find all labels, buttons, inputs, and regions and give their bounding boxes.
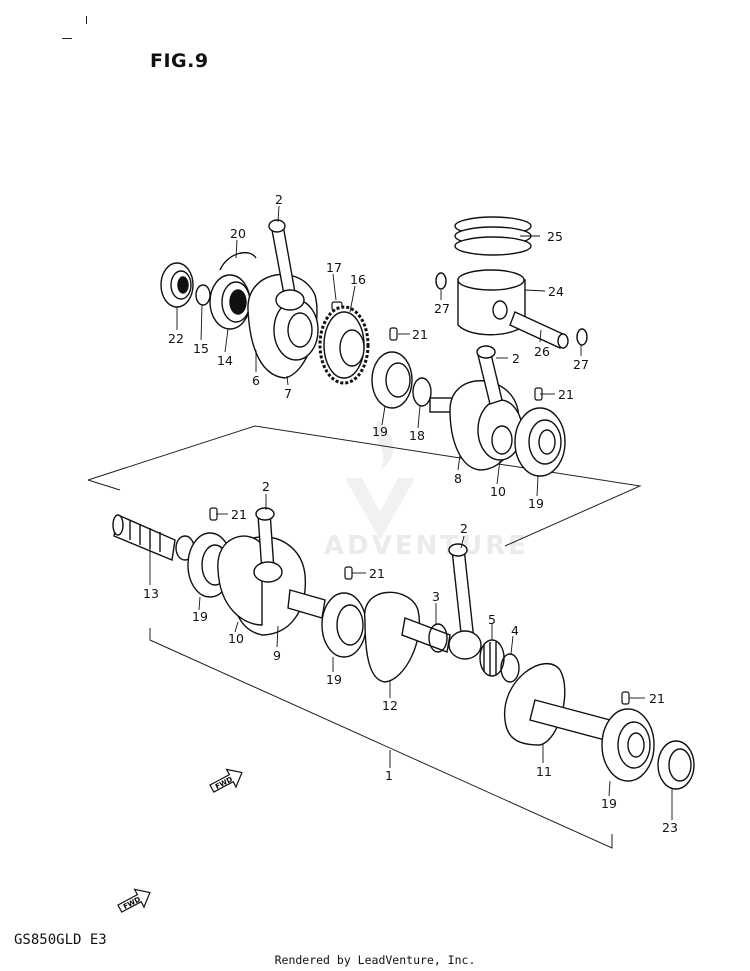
callout-20: 20	[230, 226, 246, 241]
bearing-19-upper	[371, 351, 413, 409]
callout-labels: 2 20 17 16 25 24 27 26 27 22 15 14 6 7 2…	[143, 192, 678, 835]
leader-lines	[149, 205, 673, 820]
piston-pin-26	[509, 311, 569, 349]
callout-27: 27	[434, 301, 450, 316]
callout-21: 21	[558, 387, 574, 402]
dowel-21-d	[344, 566, 353, 580]
callout-19: 19	[528, 496, 544, 511]
fwd-arrow-label: FWD	[122, 895, 142, 911]
dowel-21-a	[389, 327, 398, 341]
watermark-text: ADVENTURE	[324, 531, 529, 561]
callout-25: 25	[547, 229, 563, 244]
callout-11: 11	[536, 764, 552, 779]
crankshaft-assembly-bracket	[149, 628, 613, 849]
footer-credit: Rendered by LeadVenture, Inc.	[274, 953, 476, 967]
circlip-15	[195, 284, 211, 306]
callout-2: 2	[262, 479, 270, 494]
callout-8: 8	[454, 471, 462, 486]
callout-21: 21	[412, 327, 428, 342]
callout-2: 2	[460, 521, 468, 536]
callout-14: 14	[217, 353, 233, 368]
circlip-27-a	[435, 272, 447, 290]
figure-title: FIG.9	[150, 50, 209, 72]
conrod-2-center	[448, 543, 482, 660]
conrod-2-left	[253, 507, 283, 583]
corner-mark	[62, 38, 72, 39]
callout-2: 2	[275, 192, 283, 207]
callout-19: 19	[601, 796, 617, 811]
callout-15: 15	[193, 341, 209, 356]
conrod-2-upper	[268, 219, 305, 311]
conrod-2-right	[476, 345, 503, 405]
oil-seal-23	[657, 740, 695, 790]
crank-web-11	[504, 663, 611, 746]
callout-21: 21	[649, 691, 665, 706]
callout-7: 7	[284, 386, 292, 401]
callout-21: 21	[231, 507, 247, 522]
corner-mark	[86, 16, 87, 24]
circlip-3	[428, 623, 448, 653]
bearing-19-lower-right	[601, 708, 655, 782]
fwd-arrow-label: FWD	[214, 775, 234, 791]
callout-10: 10	[228, 631, 244, 646]
callout-19: 19	[192, 609, 208, 624]
callout-19: 19	[326, 672, 342, 687]
primary-gear-16	[318, 305, 370, 385]
callout-16: 16	[350, 272, 366, 287]
dowel-21-e	[621, 691, 630, 705]
callout-6: 6	[252, 373, 260, 388]
callout-2: 2	[512, 351, 520, 366]
callout-26: 26	[534, 344, 550, 359]
callout-19: 19	[372, 424, 388, 439]
callout-22: 22	[168, 331, 184, 346]
crank-web-9	[217, 535, 326, 636]
circlip-18	[412, 377, 432, 407]
crank-web-12	[364, 591, 451, 683]
circlip-4	[500, 653, 520, 683]
dowel-21-c	[209, 507, 218, 521]
needle-bearing-5	[479, 639, 505, 677]
callout-5: 5	[488, 612, 496, 627]
piston-24	[457, 269, 526, 336]
callout-17: 17	[326, 260, 342, 275]
sub-assembly-frame	[87, 425, 642, 547]
callout-23: 23	[662, 820, 678, 835]
callout-1: 1	[385, 768, 393, 783]
bearing-19-middle	[321, 592, 367, 658]
callout-9: 9	[273, 648, 281, 663]
piston-rings-25	[454, 216, 532, 256]
callout-24: 24	[548, 284, 564, 299]
callout-18: 18	[409, 428, 425, 443]
model-code: GS850GLD E3	[14, 932, 107, 948]
callout-10: 10	[490, 484, 506, 499]
circlip-27-b	[576, 328, 588, 346]
bearing-14	[209, 274, 251, 330]
callout-13: 13	[143, 586, 159, 601]
pin-10-upper	[491, 425, 513, 455]
fwd-arrow-icon: FWD	[117, 888, 151, 913]
bearing-19-right	[514, 407, 566, 477]
callout-27: 27	[573, 357, 589, 372]
oil-ring-20	[219, 251, 257, 271]
crank-web-8	[429, 380, 523, 471]
oil-seal-22	[160, 262, 194, 308]
callout-4: 4	[511, 623, 519, 638]
callout-12: 12	[382, 698, 398, 713]
callout-3: 3	[432, 589, 440, 604]
callout-21: 21	[369, 566, 385, 581]
watermark-logo: ADVENTURE	[324, 420, 529, 561]
splined-shaft-13	[112, 514, 195, 561]
fwd-arrow-icon: FWD	[209, 768, 243, 793]
